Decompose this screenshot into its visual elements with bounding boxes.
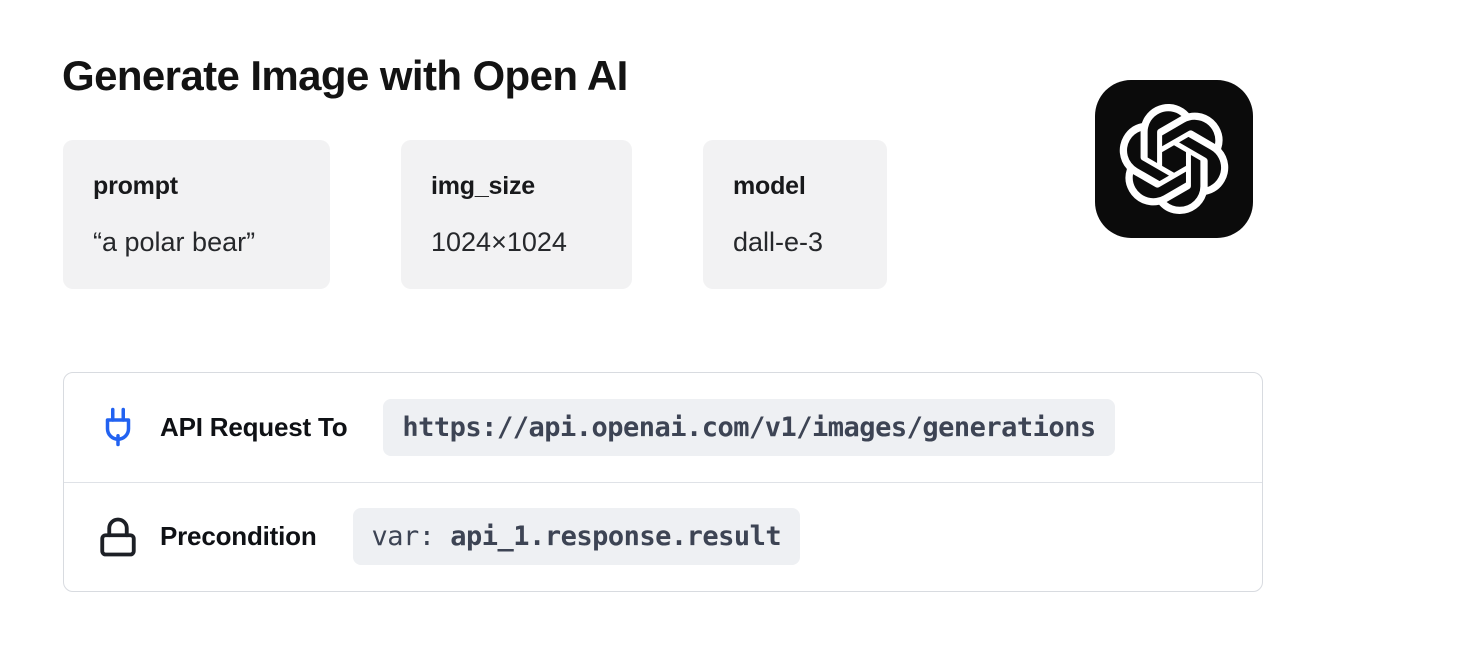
precondition-var-chip[interactable]: var: api_1.response.result xyxy=(352,508,801,566)
param-card-img-size[interactable]: img_size 1024×1024 xyxy=(401,140,632,289)
var-value: api_1.response.result xyxy=(450,521,782,553)
page-title: Generate Image with Open AI xyxy=(62,52,628,99)
param-card-prompt[interactable]: prompt “a polar bear” xyxy=(63,140,330,289)
precondition-row: Precondition var: api_1.response.result xyxy=(64,481,1262,592)
openai-logo xyxy=(1095,80,1253,238)
api-url-chip[interactable]: https://api.openai.com/v1/images/generat… xyxy=(383,398,1115,456)
param-name: img_size xyxy=(431,171,536,200)
plug-icon xyxy=(96,405,140,449)
param-card-model[interactable]: model dall-e-3 xyxy=(703,140,887,289)
param-name: prompt xyxy=(93,171,178,200)
param-value: “a polar bear” xyxy=(93,226,256,257)
lock-icon xyxy=(96,515,140,559)
var-prefix: var: xyxy=(371,521,451,553)
api-request-row: API Request To https://api.openai.com/v1… xyxy=(64,373,1262,482)
api-request-card: API Request To https://api.openai.com/v1… xyxy=(63,372,1263,592)
params-row: prompt “a polar bear” img_size 1024×1024… xyxy=(63,140,887,289)
openai-icon xyxy=(1119,104,1229,214)
api-request-label: API Request To xyxy=(160,411,348,442)
precondition-label: Precondition xyxy=(160,521,317,552)
param-name: model xyxy=(733,171,806,200)
param-value: dall-e-3 xyxy=(733,226,824,257)
param-value: 1024×1024 xyxy=(431,226,567,257)
